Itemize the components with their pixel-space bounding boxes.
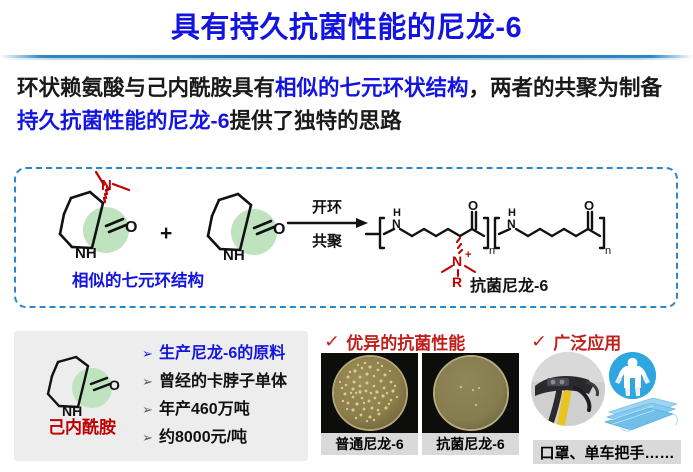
- surgical-masks-image: [603, 390, 681, 434]
- atom-label-nh: NH: [75, 245, 97, 262]
- caprolactam-info-panel: [14, 331, 308, 461]
- svg-text:n: n: [605, 245, 611, 257]
- arrow-condition-top: 开环: [311, 199, 342, 216]
- applications-caption: 口罩、单车把手……: [533, 440, 681, 464]
- svg-text:O: O: [468, 198, 478, 213]
- surgical-masks-illustration: [603, 397, 679, 432]
- applications-images: 口罩、单车把手……: [529, 350, 681, 464]
- svg-text:O: O: [584, 198, 594, 213]
- arrow-bullet-icon: ➢: [142, 374, 153, 389]
- protective-suit-glyph: [609, 352, 656, 399]
- svg-text:N: N: [507, 217, 516, 231]
- svg-text:N: N: [392, 217, 401, 231]
- plus-sign: +: [160, 222, 173, 245]
- atom-label-o: O: [109, 377, 120, 393]
- check-icon: ✓: [530, 331, 548, 351]
- section-title-antibacterial: 优异的抗菌性能: [346, 334, 466, 353]
- bicycle-handlebar-illustration: [531, 352, 605, 426]
- structure-caprolactam-small: O NH: [46, 355, 120, 419]
- structure-caprolactam: O NH: [206, 192, 285, 264]
- bicycle-handlebar-photo: [531, 352, 605, 426]
- label-similar-ring-structure: 相似的七元环结构: [72, 272, 204, 290]
- bacterial-colonies: [338, 361, 398, 423]
- section-header-antibacterial: ✓ 优异的抗菌性能: [323, 329, 466, 354]
- list-item-label: 约8000元/吨: [159, 429, 248, 446]
- petri-dish-plain-nylon: 普通尼龙-6: [321, 353, 418, 455]
- reaction-arrow: [286, 218, 368, 228]
- atom-label-n-quaternary: N: [452, 253, 462, 269]
- lead-text-3: 的共聚为制备: [533, 76, 663, 100]
- label-antibacterial-nylon: 抗菌尼龙-6: [470, 278, 549, 295]
- arrow-bullet-icon: ➢: [142, 430, 153, 445]
- charge-plus: +: [465, 249, 471, 261]
- lead-highlight-2: 持久抗菌性能的尼龙-6: [17, 109, 230, 133]
- label-caprolactam: 己内酰胺: [48, 418, 116, 437]
- lead-paragraph: 环状赖氨酸与己内酰胺具有相似的七元环状结构，两者的共聚为制备持久抗菌性能的尼龙-…: [17, 72, 677, 138]
- list-item-label: 年产460万吨: [159, 401, 250, 418]
- lead-text-4: 提供了独特的思路: [229, 109, 402, 133]
- atom-label-nh: NH: [223, 247, 245, 264]
- petri-dish-photo: [321, 353, 418, 433]
- lead-text-2: ，两者: [468, 76, 534, 100]
- protective-suit-icon: [609, 352, 656, 399]
- arrow-bullet-icon: ➢: [142, 402, 153, 417]
- atom-label-o: O: [273, 221, 285, 238]
- list-item-label: 生产尼龙-6的原料: [159, 345, 286, 362]
- svg-text:H: H: [508, 207, 516, 219]
- page-title: 具有持久抗菌性能的尼龙-6: [170, 12, 523, 44]
- arrow-bullet-icon: ➢: [142, 346, 153, 361]
- section-header-applications: ✓ 广泛应用: [530, 329, 622, 354]
- atom-label-nh: NH: [62, 403, 82, 419]
- atom-label-r: R: [452, 274, 462, 290]
- list-item-label: 曾经的卡脖子单体: [159, 373, 288, 390]
- caprolactam-bullet-list: ➢ 生产尼龙-6的原料 ➢ 曾经的卡脖子单体 ➢ 年产460万吨 ➢ 约8000…: [142, 341, 312, 453]
- title-divider-shadow: [0, 58, 693, 60]
- structure-aminocaprolactam: N O NH: [58, 170, 137, 262]
- bacterial-colonies: [459, 385, 480, 407]
- svg-text:n: n: [489, 245, 495, 257]
- check-icon: ✓: [323, 331, 341, 351]
- atom-label-o: O: [125, 219, 137, 236]
- dish-caption: 抗菌尼龙-6: [422, 433, 519, 455]
- list-item: ➢ 约8000元/吨: [142, 425, 312, 451]
- section-title-applications: 广泛应用: [553, 334, 622, 353]
- list-item: ➢ 曾经的卡脖子单体: [142, 369, 312, 395]
- agar-surface: [434, 357, 507, 429]
- agar-surface: [333, 357, 406, 429]
- structure-antibacterial-nylon6: N H O n N H O n N + R: [364, 198, 611, 290]
- lead-highlight-1: 相似的七元环状结构: [275, 76, 469, 100]
- list-item: ➢ 年产460万吨: [142, 397, 312, 423]
- title-divider: [0, 55, 693, 58]
- petri-dish-antibacterial-nylon: 抗菌尼龙-6: [422, 353, 519, 455]
- atom-label-n: N: [101, 177, 112, 194]
- dish-caption: 普通尼龙-6: [321, 433, 418, 455]
- petri-dish-comparison: 普通尼龙-6 抗菌尼龙-6: [321, 353, 519, 455]
- list-item: ➢ 生产尼龙-6的原料: [142, 341, 312, 367]
- svg-text:H: H: [393, 207, 401, 219]
- petri-dish-photo: [422, 353, 519, 433]
- arrow-condition-bottom: 共聚: [311, 233, 342, 250]
- lead-text-1: 环状赖氨酸与己内酰胺具有: [17, 76, 276, 100]
